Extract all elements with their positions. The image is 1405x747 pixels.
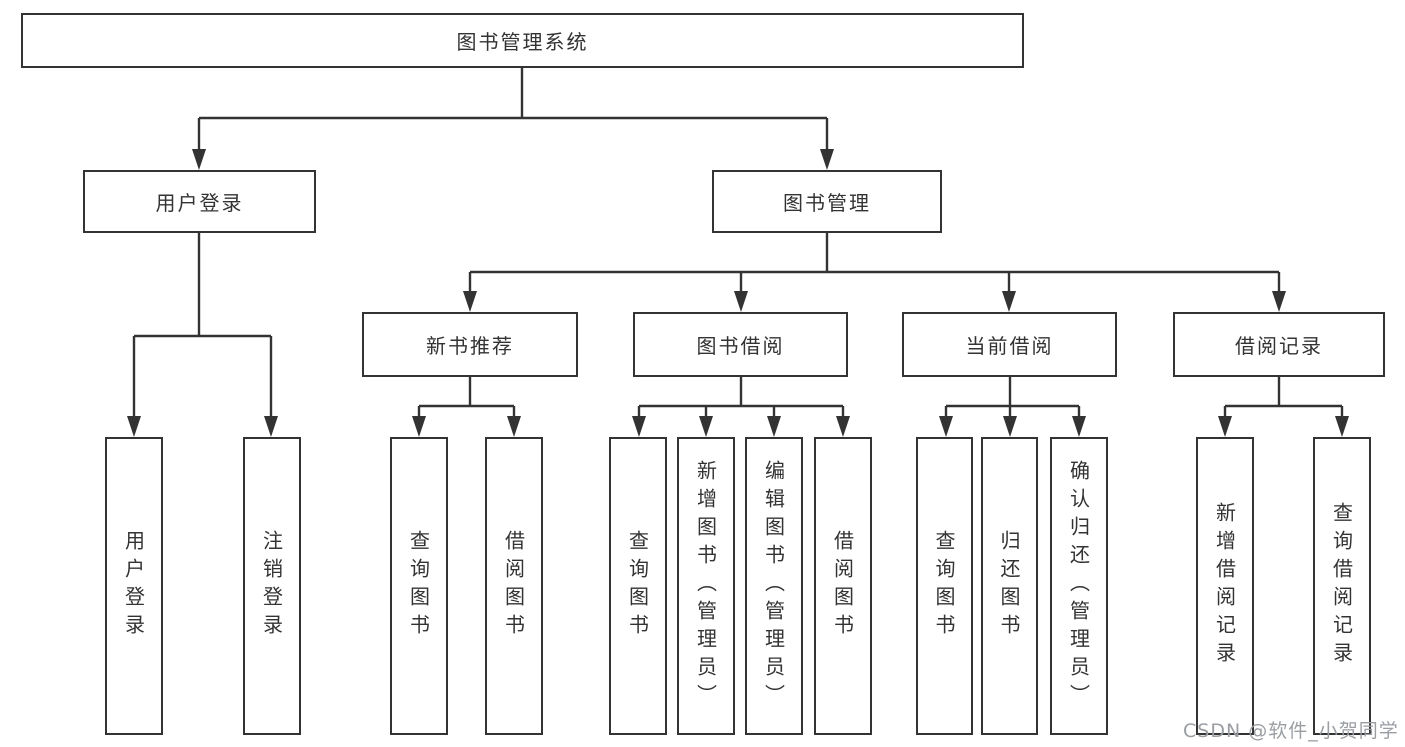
arrowhead-icon [1002,291,1016,312]
arrowhead-icon [734,291,748,312]
node-book-borrow: 图书借阅 [633,312,848,377]
leaf-current-query-books-label: 查询图书 [932,530,956,642]
arrowhead-icon [127,416,141,437]
leaf-user-login: 用户登录 [105,437,163,735]
leaf-logout-label: 注销登录 [259,530,284,642]
node-user-login-label: 用户登录 [155,191,244,215]
node-book-management-label: 图书管理 [783,191,871,215]
node-book-borrow-label: 图书借阅 [696,334,785,358]
arrowhead-icon [463,291,477,312]
node-current-borrow-label: 当前借阅 [965,334,1054,358]
leaf-borrow-books-label: 借阅图书 [830,530,855,642]
arrowhead-icon [264,416,278,437]
leaf-borrow-query-books-label: 查询图书 [625,530,650,642]
arrowhead-icon [820,149,834,170]
arrowhead-icon [1335,416,1349,437]
leaf-add-books-admin-label: 新增图书（管理员） [693,460,718,712]
arrowhead-icon [699,416,713,437]
node-root-label: 图书管理系统 [456,30,589,54]
node-current-borrow: 当前借阅 [902,312,1117,377]
arrowhead-icon [632,416,646,437]
node-book-management: 图书管理 [712,170,942,233]
leaf-borrow-query-books: 查询图书 [609,437,667,735]
leaf-return-books-label: 归还图书 [997,530,1021,642]
leaf-add-books-admin: 新增图书（管理员） [677,437,735,735]
node-borrow-records-label: 借阅记录 [1235,334,1323,358]
leaf-newbook-query-books-label: 查询图书 [406,530,431,642]
arrowhead-icon [1003,416,1017,437]
csdn-watermark: CSDN @软件_小贺同学 [1183,720,1399,742]
leaf-add-borrow-record-label: 新增借阅记录 [1212,502,1237,670]
leaf-newbook-borrow-books: 借阅图书 [485,437,543,735]
arrowhead-icon [1072,416,1086,437]
arrowhead-icon [767,416,781,437]
arrowhead-icon [192,149,206,170]
arrowhead-icon [836,416,850,437]
arrowhead-icon [1272,291,1286,312]
node-borrow-records: 借阅记录 [1173,312,1385,377]
leaf-add-borrow-record: 新增借阅记录 [1196,437,1254,735]
leaf-current-query-books: 查询图书 [916,437,973,735]
node-user-login: 用户登录 [83,170,316,233]
arrowhead-icon [1218,416,1232,437]
leaf-edit-books-admin-label: 编辑图书（管理员） [761,460,786,712]
leaf-edit-books-admin: 编辑图书（管理员） [745,437,803,735]
leaf-confirm-return-admin: 确认归还（管理员） [1050,437,1108,735]
arrowhead-icon [507,416,521,437]
arrowhead-icon [412,416,426,437]
node-root-system: 图书管理系统 [21,13,1024,68]
leaf-user-login-label: 用户登录 [121,530,146,642]
leaf-query-borrow-record: 查询借阅记录 [1313,437,1371,735]
leaf-logout: 注销登录 [243,437,301,735]
node-new-book-recommend-label: 新书推荐 [426,334,514,358]
leaf-return-books: 归还图书 [981,437,1038,735]
leaf-confirm-return-admin-label: 确认归还（管理员） [1066,460,1091,712]
leaf-newbook-borrow-books-label: 借阅图书 [501,530,526,642]
leaf-borrow-books: 借阅图书 [814,437,872,735]
leaf-query-borrow-record-label: 查询借阅记录 [1329,502,1354,670]
arrowhead-icon [939,416,953,437]
leaf-newbook-query-books: 查询图书 [390,437,448,735]
node-new-book-recommend: 新书推荐 [362,312,578,377]
